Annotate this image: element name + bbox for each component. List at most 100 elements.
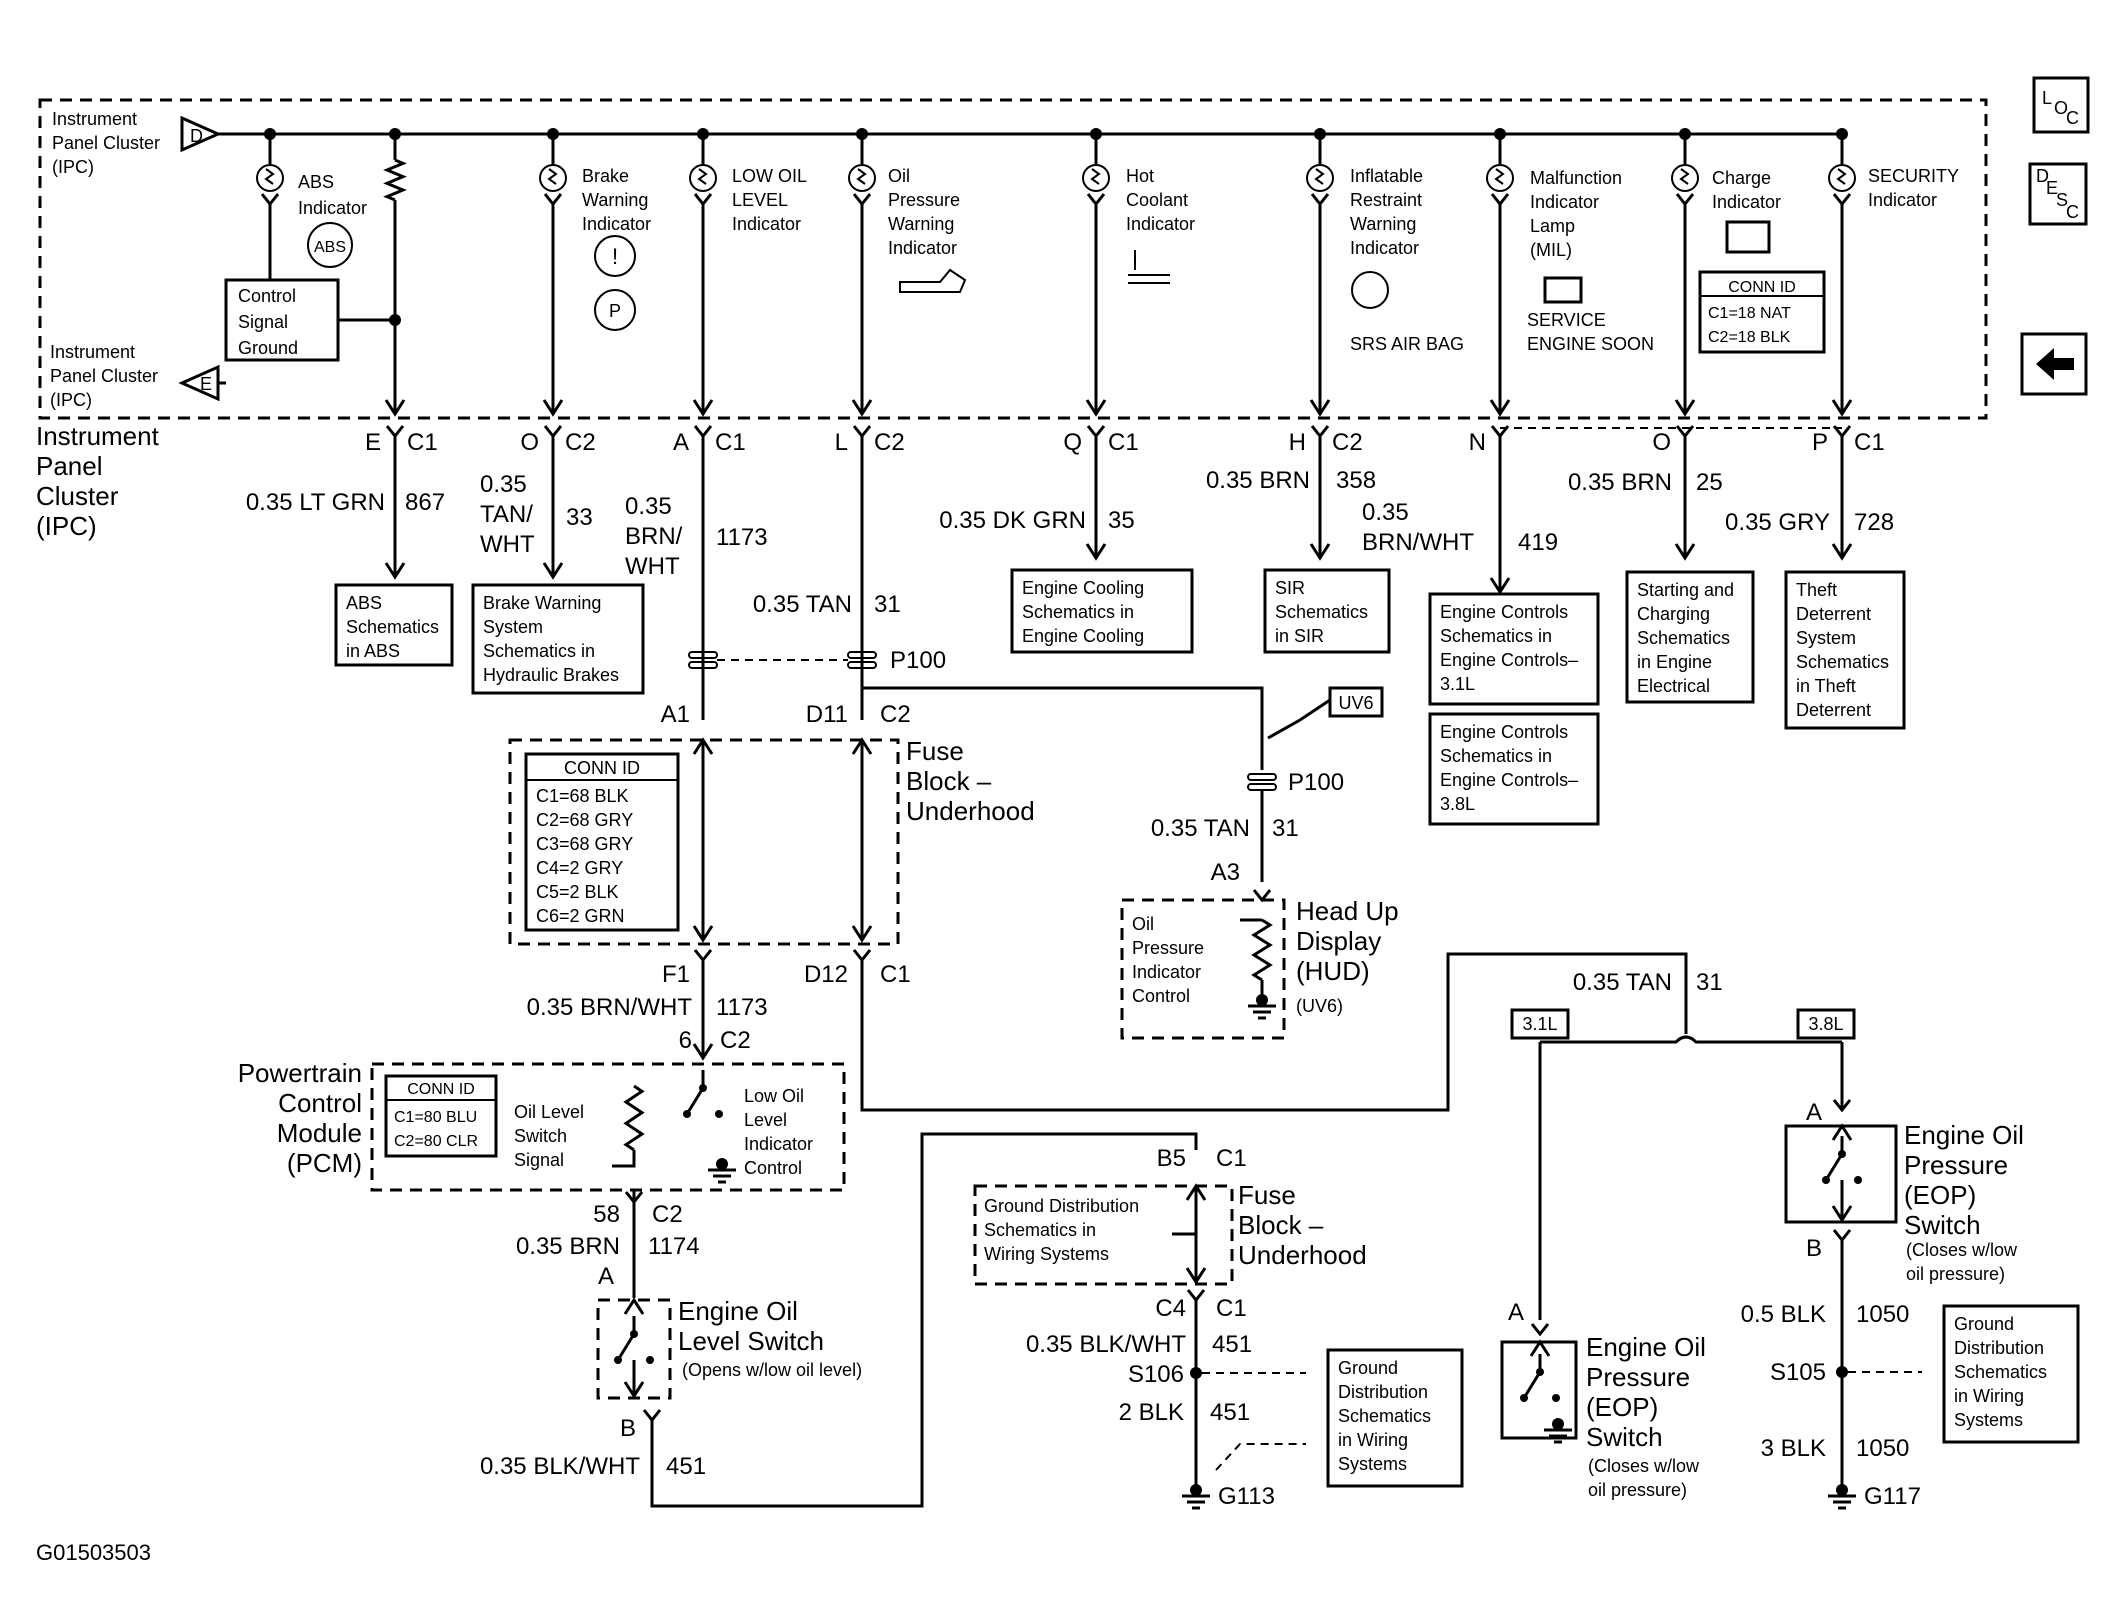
reference-text: Schematics in — [483, 641, 595, 661]
fuse-block-2-inner: Ground Distribution — [984, 1196, 1139, 1216]
p100-connector-icon — [1247, 783, 1277, 791]
mil-caption: ENGINE SOON — [1527, 334, 1654, 354]
switch-contact-icon — [646, 1356, 654, 1364]
hud-inner-label: Control — [1132, 986, 1190, 1006]
circuit-number: 1173 — [716, 524, 768, 551]
arrow-down-icon — [851, 925, 873, 943]
cooling-reference-box — [1010, 568, 1194, 654]
indicator-label: Indicator — [1126, 214, 1195, 234]
resistor-icon — [1251, 918, 1273, 982]
reference-text: Schematics in — [1022, 602, 1134, 622]
arrow-down-icon — [1085, 399, 1107, 417]
ipc-side-label: Instrument — [36, 421, 160, 451]
conn-id-title: CONN ID — [564, 758, 640, 778]
option-tag-38 — [1796, 1008, 1856, 1040]
eop-switch-31-note: oil pressure) — [1588, 1480, 1687, 1500]
switch-contact-icon — [614, 1356, 622, 1364]
fuse-block-2-inner: Wiring Systems — [984, 1244, 1109, 1264]
connector-label: C1 — [1216, 1145, 1247, 1172]
wire-color: 0.35 BRN — [516, 1233, 620, 1260]
arrow-down-icon — [851, 399, 873, 417]
wire-color: 2 BLK — [1119, 1399, 1184, 1426]
left-arrow-icon[interactable] — [2036, 348, 2074, 380]
oil-level-switch-icon — [616, 1316, 636, 1361]
pin-connector-icon — [260, 193, 280, 207]
indicator-label: Indicator — [1530, 192, 1599, 212]
indicator-label: Lamp — [1530, 216, 1575, 236]
circuit-number: 33 — [566, 504, 593, 531]
wire-color: 0.35 BRN/WHT — [527, 994, 693, 1021]
connector-label: C1 — [1216, 1295, 1247, 1322]
pin-connector-icon — [1832, 1229, 1852, 1243]
conn-id-line: C1=80 BLU — [394, 1109, 477, 1126]
wire-color: 3 BLK — [1761, 1435, 1826, 1462]
loc-button-letter: C — [2066, 108, 2079, 128]
airbag-caption: SRS AIR BAG — [1350, 334, 1464, 354]
pin-connector-icon — [1675, 193, 1695, 207]
coolant-bulb-icon — [1082, 164, 1110, 192]
reference-text: Charging — [1637, 604, 1710, 624]
reference-text: 3.1L — [1440, 674, 1475, 694]
switch-contact-icon — [1536, 1368, 1544, 1376]
fuse-block-label: Underhood — [906, 796, 1035, 826]
hud-label: Head Up — [1296, 896, 1399, 926]
indicator-label: Indicator — [298, 198, 367, 218]
desc-button-letter: S — [2056, 190, 2068, 210]
pin-label: B — [620, 1415, 636, 1442]
arrow-down-icon — [542, 562, 564, 580]
conn-id-line: C6=2 GRN — [536, 906, 625, 926]
reference-text: Engine Controls — [1440, 602, 1568, 622]
pin-connector-icon — [385, 425, 405, 439]
reference-text: Engine Controls — [1440, 722, 1568, 742]
low-oil-control-switch-icon — [685, 1070, 705, 1115]
wire-color: 0.5 BLK — [1741, 1301, 1826, 1328]
eop-switch-31-label: Pressure — [1586, 1362, 1690, 1392]
reference-text: ABS — [346, 593, 382, 613]
desc-button[interactable] — [2028, 162, 2088, 226]
eop-switch-38-label: Switch — [1904, 1210, 1981, 1240]
indicator-label: Coolant — [1126, 190, 1188, 210]
pcm-indicator-control: Indicator — [744, 1134, 813, 1154]
indicator-label: (MIL) — [1530, 240, 1572, 260]
wire-color: 0.35 — [625, 493, 672, 520]
abs-bulb-icon — [256, 164, 284, 192]
p100-label: P100 — [890, 647, 946, 674]
back-button[interactable] — [2020, 332, 2088, 396]
pin-label: O — [1652, 429, 1671, 456]
circuit-number: 31 — [1696, 969, 1723, 996]
desc-button-letter: E — [2046, 178, 2058, 198]
hud-option: (UV6) — [1296, 996, 1343, 1016]
coolant-temp-icon — [1128, 250, 1170, 284]
oil-pressure-bulb-icon — [848, 164, 876, 192]
pin-label: Q — [1063, 429, 1082, 456]
pin-label: B5 — [1157, 1145, 1186, 1172]
connector-label: C1 — [880, 961, 911, 988]
charge-bulb-icon — [1671, 164, 1699, 192]
reference-text: Engine Cooling — [1022, 578, 1144, 598]
indicator-label: Warning — [1350, 214, 1416, 234]
hud-label: Display — [1296, 926, 1381, 956]
brake-bulb-icon — [539, 164, 567, 192]
conn-id-line: C5=2 BLK — [536, 882, 619, 902]
wire-color: TAN/ — [480, 501, 533, 528]
pin-connector-icon — [1832, 1099, 1852, 1113]
eop-switch-31-label: Switch — [1586, 1422, 1663, 1452]
loc-button[interactable] — [2032, 76, 2090, 134]
indicator-label: Oil — [888, 166, 910, 186]
option-tag-31 — [1510, 1008, 1570, 1040]
reference-text: Electrical — [1637, 676, 1710, 696]
reference-text: Systems — [1954, 1410, 2023, 1430]
low-oil-bulb-icon — [689, 164, 717, 192]
ground-icon — [1256, 994, 1268, 1006]
ipc-label: (IPC) — [50, 390, 92, 410]
reference-text: Starting and — [1637, 580, 1734, 600]
reference-text: System — [483, 617, 543, 637]
indicator-label: Warning — [888, 214, 954, 234]
fuse-block-1-boundary — [508, 738, 900, 946]
hud-label: (HUD) — [1296, 956, 1370, 986]
ground-icon — [1836, 1484, 1848, 1496]
switch-contact-icon — [1520, 1394, 1528, 1402]
arrow-down-icon — [1185, 1267, 1207, 1285]
eop-switch-31-label: (EOP) — [1586, 1392, 1658, 1422]
